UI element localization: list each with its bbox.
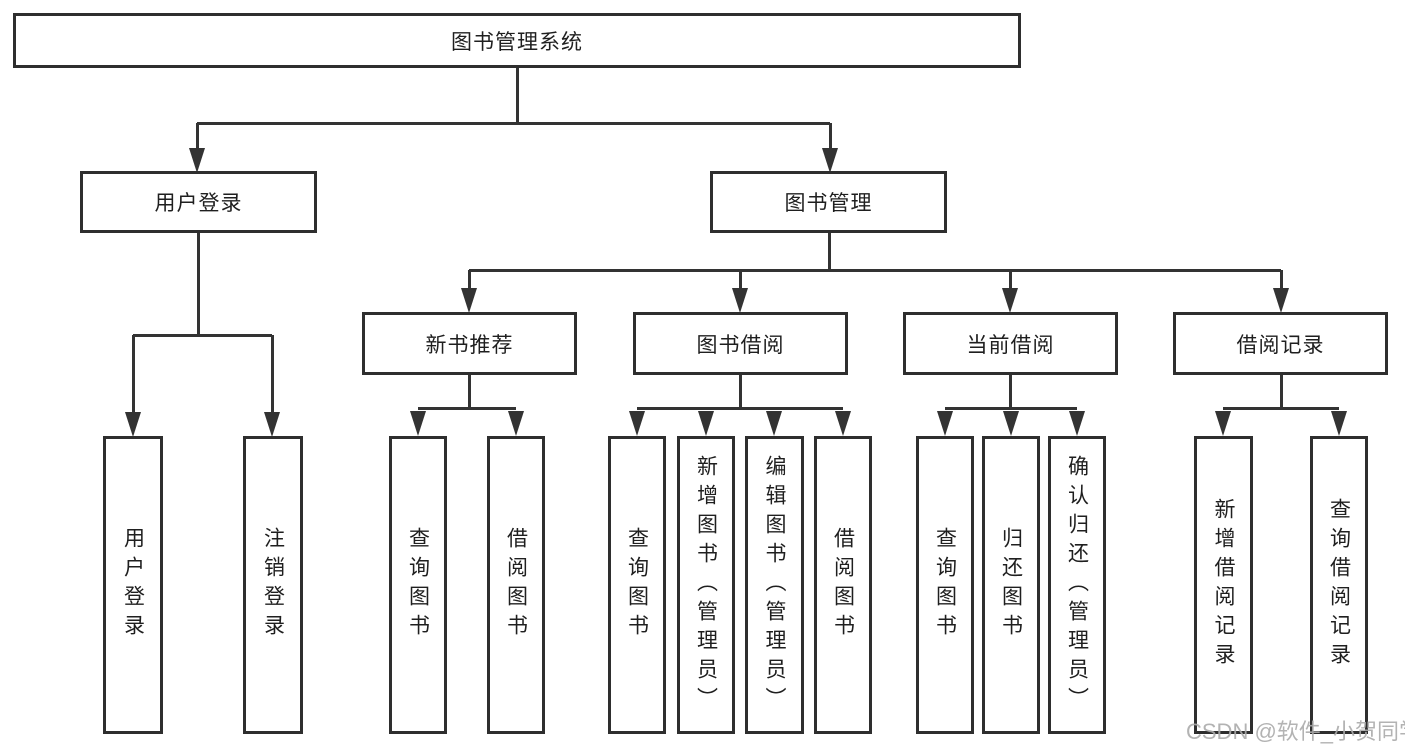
node-leaf-bb-borrow-book-label: 借阅图书 bbox=[831, 527, 855, 643]
connector-line bbox=[738, 270, 742, 290]
connector-line bbox=[270, 335, 274, 414]
arrow-down-icon bbox=[461, 288, 477, 313]
node-leaf-rec-borrow-book: 借阅图书 bbox=[487, 436, 545, 734]
arrow-down-icon bbox=[732, 288, 748, 313]
arrow-down-icon bbox=[1002, 288, 1018, 313]
arrow-down-icon bbox=[766, 411, 782, 436]
node-new-book-rec: 新书推荐 bbox=[362, 312, 577, 375]
connector-line bbox=[197, 121, 830, 125]
node-book-borrow-label: 图书借阅 bbox=[696, 333, 785, 357]
arrow-down-icon bbox=[698, 411, 714, 436]
connector-line bbox=[195, 123, 199, 150]
node-root-label: 图书管理系统 bbox=[451, 30, 583, 54]
arrow-down-icon bbox=[629, 411, 645, 436]
connector-line bbox=[467, 270, 471, 290]
node-leaf-cb-return-book: 归还图书 bbox=[982, 436, 1040, 734]
connector-line bbox=[827, 233, 831, 272]
connector-line bbox=[133, 333, 272, 337]
connector-line bbox=[131, 335, 135, 414]
connector-line bbox=[196, 233, 200, 336]
connector-line bbox=[945, 406, 1077, 410]
node-leaf-logout: 注销登录 bbox=[243, 436, 303, 734]
connector-line bbox=[1223, 406, 1339, 410]
connector-line bbox=[1279, 270, 1283, 290]
node-leaf-bb-query-book: 查询图书 bbox=[608, 436, 666, 734]
node-book-mgmt: 图书管理 bbox=[710, 171, 947, 233]
node-leaf-cb-query-book: 查询图书 bbox=[916, 436, 974, 734]
node-leaf-br-query-record: 查询借阅记录 bbox=[1310, 436, 1368, 734]
connector-line bbox=[1008, 270, 1012, 290]
arrow-down-icon bbox=[125, 412, 141, 437]
node-borrow-record-label: 借阅记录 bbox=[1236, 333, 1325, 357]
node-leaf-user-login: 用户登录 bbox=[103, 436, 163, 734]
connector-line bbox=[637, 406, 843, 410]
node-leaf-cb-confirm-return: 确认归还（管理员） bbox=[1048, 436, 1106, 734]
connector-line bbox=[418, 406, 516, 410]
arrow-down-icon bbox=[264, 412, 280, 437]
node-leaf-cb-query-book-label: 查询图书 bbox=[933, 527, 957, 643]
connector-line bbox=[738, 375, 742, 410]
arrow-down-icon bbox=[1069, 411, 1085, 436]
watermark: CSDN @软件_小贺同学 bbox=[1186, 719, 1405, 744]
node-leaf-cb-confirm-return-label: 确认归还（管理员） bbox=[1065, 454, 1089, 716]
node-leaf-bb-borrow-book: 借阅图书 bbox=[814, 436, 872, 734]
node-book-borrow: 图书借阅 bbox=[633, 312, 848, 375]
node-leaf-bb-add-book: 新增图书（管理员） bbox=[677, 436, 735, 734]
connector-line bbox=[467, 375, 471, 410]
connector-line bbox=[469, 268, 1281, 272]
node-user-login-label: 用户登录 bbox=[154, 192, 243, 215]
arrow-down-icon bbox=[822, 148, 838, 173]
node-leaf-rec-query-book: 查询图书 bbox=[389, 436, 447, 734]
arrow-down-icon bbox=[508, 411, 524, 436]
arrow-down-icon bbox=[410, 411, 426, 436]
node-leaf-rec-query-book-label: 查询图书 bbox=[406, 527, 430, 643]
arrow-down-icon bbox=[189, 148, 205, 173]
node-current-borrow-label: 当前借阅 bbox=[966, 333, 1055, 357]
node-leaf-rec-borrow-book-label: 借阅图书 bbox=[504, 527, 528, 643]
node-current-borrow: 当前借阅 bbox=[903, 312, 1118, 375]
node-leaf-user-login-label: 用户登录 bbox=[121, 527, 145, 643]
arrow-down-icon bbox=[1273, 288, 1289, 313]
connector-line bbox=[828, 123, 832, 150]
node-leaf-cb-return-book-label: 归还图书 bbox=[999, 527, 1023, 643]
node-leaf-bb-edit-book: 编辑图书（管理员） bbox=[745, 436, 804, 734]
node-book-mgmt-label: 图书管理 bbox=[784, 192, 873, 215]
arrow-down-icon bbox=[1331, 411, 1347, 436]
node-leaf-br-query-record-label: 查询借阅记录 bbox=[1327, 498, 1351, 672]
node-leaf-bb-query-book-label: 查询图书 bbox=[625, 527, 649, 643]
connector-line bbox=[1279, 375, 1283, 410]
node-user-login: 用户登录 bbox=[80, 171, 317, 233]
node-new-book-rec-label: 新书推荐 bbox=[425, 333, 514, 357]
connector-line bbox=[1008, 375, 1012, 410]
node-root: 图书管理系统 bbox=[13, 13, 1021, 68]
connector-line bbox=[515, 68, 519, 125]
arrow-down-icon bbox=[835, 411, 851, 436]
arrow-down-icon bbox=[1003, 411, 1019, 436]
arrow-down-icon bbox=[937, 411, 953, 436]
arrow-down-icon bbox=[1215, 411, 1231, 436]
node-leaf-br-add-record: 新增借阅记录 bbox=[1194, 436, 1253, 734]
node-leaf-br-add-record-label: 新增借阅记录 bbox=[1212, 498, 1235, 672]
node-leaf-logout-label: 注销登录 bbox=[261, 527, 285, 643]
node-leaf-bb-add-book-label: 新增图书（管理员） bbox=[694, 454, 718, 716]
node-leaf-bb-edit-book-label: 编辑图书（管理员） bbox=[763, 454, 786, 716]
node-borrow-record: 借阅记录 bbox=[1173, 312, 1388, 375]
